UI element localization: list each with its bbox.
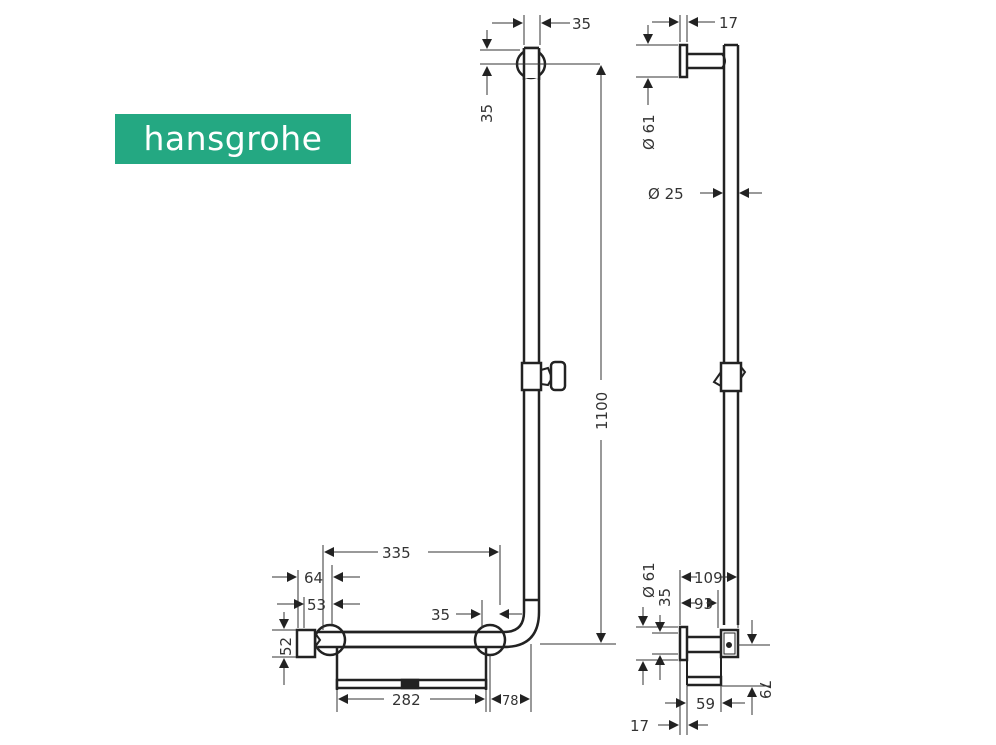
dim-bar-dia: Ø 25 bbox=[648, 185, 684, 203]
right-rosette bbox=[473, 623, 507, 657]
dim-top-rosette-dia: Ø 61 bbox=[640, 114, 658, 150]
dim-height: 1100 bbox=[593, 392, 611, 430]
dim-top-rosette-depth: 17 bbox=[719, 14, 738, 32]
hansgrohe-logo: hansgrohe bbox=[115, 114, 351, 164]
shower-holder bbox=[549, 360, 567, 392]
front-view bbox=[272, 15, 616, 712]
dim-wall-plate-width: 64 bbox=[304, 569, 323, 587]
dim-shelf-width: 282 bbox=[392, 691, 421, 709]
dim-rosette-offset: 35 bbox=[431, 606, 450, 624]
side-view bbox=[636, 15, 770, 735]
dim-corner-offset: 78 bbox=[502, 694, 519, 709]
dim-bottom-offset: 35 bbox=[656, 588, 674, 607]
side-bar bbox=[722, 43, 740, 625]
shelf bbox=[335, 647, 488, 690]
side-dimensions bbox=[636, 15, 770, 735]
dim-total-depth: 109 bbox=[694, 569, 723, 587]
dim-wall-plate-height: 52 bbox=[277, 637, 295, 656]
wall-plate bbox=[295, 628, 317, 659]
dim-inner-depth: 93 bbox=[694, 595, 713, 613]
bottom-rosette-side bbox=[678, 625, 689, 662]
brand-name: hansgrohe bbox=[143, 118, 323, 158]
dim-top-width: 35 bbox=[572, 15, 591, 33]
slider bbox=[520, 361, 543, 392]
dim-holder-height: 79 bbox=[756, 680, 774, 699]
dim-top-offset: 35 bbox=[478, 104, 496, 123]
dim-bottom-rosette-dia: Ø 61 bbox=[640, 562, 658, 598]
slider-side bbox=[719, 361, 743, 393]
dim-horizontal-span: 335 bbox=[382, 544, 411, 562]
vertical-bar bbox=[522, 46, 541, 602]
dim-wall-plate-inner: 53 bbox=[307, 596, 326, 614]
dim-rosette-depth: 17 bbox=[630, 717, 649, 735]
top-rosette-side bbox=[678, 43, 689, 79]
front-dimensions bbox=[272, 15, 616, 712]
dim-shelf-depth: 59 bbox=[696, 695, 715, 713]
